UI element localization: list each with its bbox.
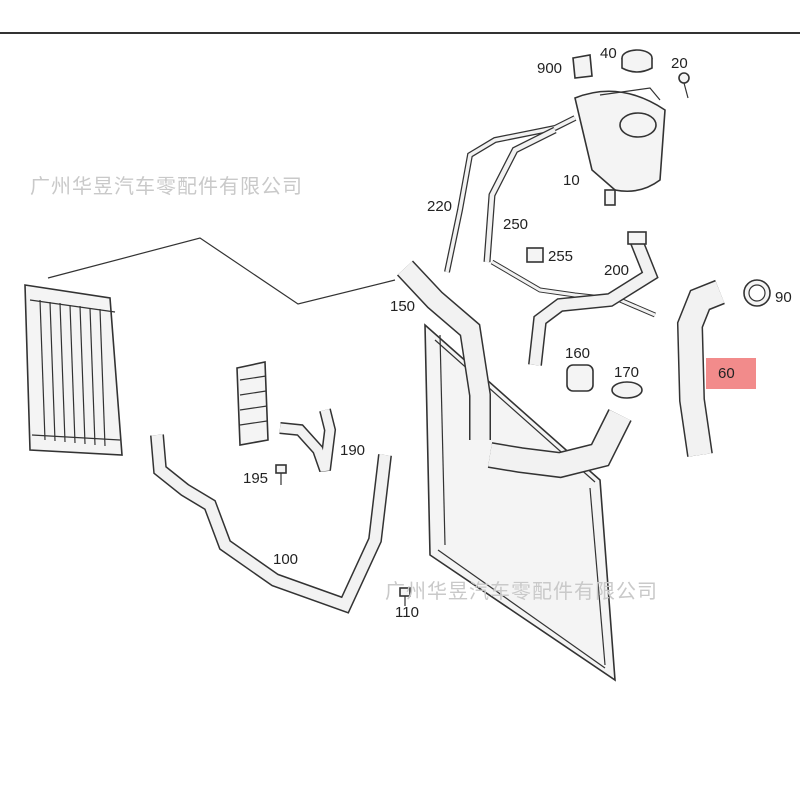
- label-40: 40: [600, 45, 617, 62]
- label-250: 250: [503, 216, 528, 233]
- label-150: 150: [390, 298, 415, 315]
- hose-200-connector: [627, 231, 647, 245]
- pipe-200-fill: [491, 260, 656, 317]
- hose-250-fill: [484, 127, 557, 263]
- label-170: 170: [614, 364, 639, 381]
- clip-900: [572, 54, 593, 79]
- label-200: 200: [604, 262, 629, 279]
- hose-190-fill: [279, 408, 335, 472]
- label-220: 220: [427, 198, 452, 215]
- leader-line-150: [47, 237, 396, 305]
- label-20: 20: [671, 55, 688, 72]
- label-110: 110: [395, 604, 419, 621]
- hose-250: [483, 126, 557, 263]
- expansion-tank: [574, 87, 666, 206]
- auxiliary-radiator: [24, 284, 123, 456]
- oil-cooler: [236, 361, 269, 446]
- hose-220-fill: [445, 116, 576, 273]
- label-255: 255: [548, 248, 573, 265]
- label-900: 900: [537, 60, 562, 77]
- lower-hose-assembly-fill: [488, 409, 631, 477]
- highlight-box-60: [706, 358, 756, 389]
- tank-cap-40: [621, 49, 653, 73]
- clamp-170: [611, 381, 643, 399]
- label-10: 10: [563, 172, 580, 189]
- label-100: 100: [273, 551, 298, 568]
- label-190: 190: [340, 442, 365, 459]
- sleeve-160: [566, 364, 594, 392]
- connector-255: [526, 247, 544, 263]
- hose-150-fill: [398, 261, 490, 440]
- hose-200-fill: [529, 237, 657, 366]
- clamp-90-inner: [748, 284, 766, 302]
- label-60: 60: [718, 365, 735, 382]
- bolt-20: [678, 72, 690, 99]
- hose-60-fill: [678, 281, 725, 457]
- bolt-110: [399, 587, 411, 606]
- hose-100-fill: [151, 434, 391, 612]
- bolt-195: [275, 464, 287, 485]
- top-border-line: [0, 32, 800, 34]
- watermark-top: 广州华昱汽车零配件有限公司: [30, 174, 303, 198]
- label-195: 195: [243, 470, 268, 487]
- label-90: 90: [775, 289, 792, 306]
- label-160: 160: [565, 345, 590, 362]
- watermark-bottom: 广州华昱汽车零配件有限公司: [385, 579, 658, 603]
